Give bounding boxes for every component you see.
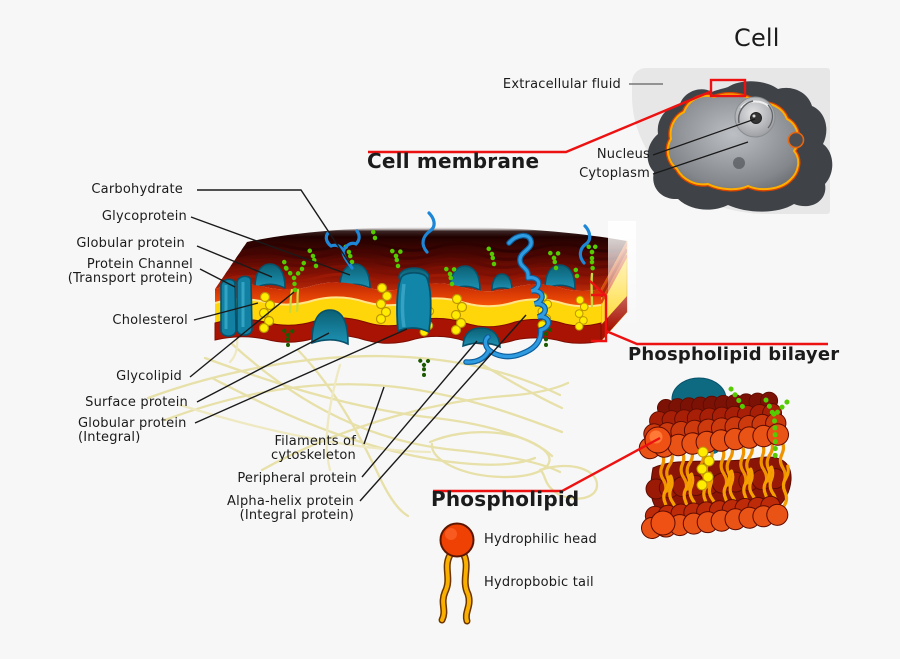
surface-dome-3 [449, 265, 481, 292]
label-cytoplasm: Cytoplasm [579, 166, 650, 181]
glycoprotein-leader [190, 216, 351, 276]
label-glycoprotein: Glycoprotein [101, 209, 187, 224]
globular-integral-leader [194, 328, 408, 424]
surface-dome-4 [544, 264, 576, 291]
nucleus-shape [734, 96, 776, 138]
surface-dome-5 [491, 273, 513, 292]
surface-protein-leader [196, 332, 330, 403]
highlight-glow [608, 221, 636, 329]
label-hydrophobic-tail: Hydropbobic tail [484, 575, 594, 590]
label-surface-protein: Surface protein [85, 395, 188, 410]
phospholipid-leader [433, 436, 661, 493]
phospholipid-icon [438, 522, 475, 625]
filaments-leader [363, 386, 385, 445]
bilayer-bracket [589, 280, 608, 343]
carbohydrate-leader [197, 189, 351, 265]
membrane-proteins [220, 271, 501, 349]
vacuole-shape [787, 131, 805, 149]
membrane-3d-diagram [214, 211, 636, 377]
glycoprotein-dome [339, 263, 371, 290]
alpha-helix-leader [359, 314, 527, 502]
label-peripheral-protein: Peripheral protein [237, 471, 357, 486]
alpha-helix-shape [463, 232, 552, 365]
globular-protein-leader [196, 245, 273, 278]
cholesterol-leader [193, 302, 259, 321]
membrane-top-surface [215, 226, 627, 292]
glycolipid-chains [280, 225, 600, 314]
label-globular-protein: Globular protein [76, 236, 185, 251]
cell-inset-illustration [629, 78, 833, 212]
surface-protein-dome [311, 309, 349, 346]
heading-phospholipid-bilayer: Phospholipid bilayer [628, 344, 840, 365]
label-filaments-of-cytoskeleton: Filaments of cytoskeleton [270, 434, 356, 463]
nucleus-leader [652, 118, 756, 156]
label-glycolipid: Glycolipid [116, 369, 182, 384]
phospholipid-bilayer-detail [637, 377, 792, 541]
cell-membrane-outline [666, 93, 800, 191]
cytoskeleton-filaments [146, 334, 599, 518]
label-nucleus: Nucleus [596, 147, 650, 162]
bilayer-cholesterol [696, 446, 715, 491]
cell-inset-title: Cell [734, 24, 780, 52]
red-callouts [368, 89, 828, 493]
peripheral-protein-leader [361, 340, 478, 478]
label-globular-protein-integral: Globular protein (Integral) [78, 416, 187, 445]
cytoplasm-leader [652, 141, 749, 175]
leader-lines [189, 189, 527, 502]
membrane-surface-proteins [254, 263, 576, 292]
glycolipid-leader [189, 291, 295, 378]
label-protein-channel: Protein Channel (Transport protein) [67, 257, 193, 286]
bilayer-glyco-chains [728, 386, 790, 465]
peripheral-protein-dome [462, 327, 501, 349]
carbohydrate-chains [324, 211, 592, 270]
heading-cell-membrane: Cell membrane [367, 149, 540, 173]
bilayer-leader [605, 329, 828, 346]
zoom-region-marker [709, 78, 747, 98]
globular-integral-protein [396, 271, 432, 334]
label-alpha-helix-protein: Alpha-helix protein (Integral protein) [227, 494, 354, 523]
protein-channel-leader [199, 268, 236, 288]
glycolipid-main [280, 255, 308, 293]
heading-phospholipid: Phospholipid [431, 487, 580, 511]
hydrophilic-head-icon [439, 522, 475, 558]
label-cholesterol: Cholesterol [112, 313, 188, 328]
label-extracellular-fluid: Extracellular fluid [502, 77, 621, 92]
label-hydrophilic-head: Hydrophilic head [484, 532, 597, 547]
cell-membrane-callout [368, 89, 713, 154]
protein-channel-shape [220, 275, 253, 337]
label-carbohydrate: Carbohydrate [91, 182, 183, 197]
nucleolus-shape [750, 112, 762, 124]
